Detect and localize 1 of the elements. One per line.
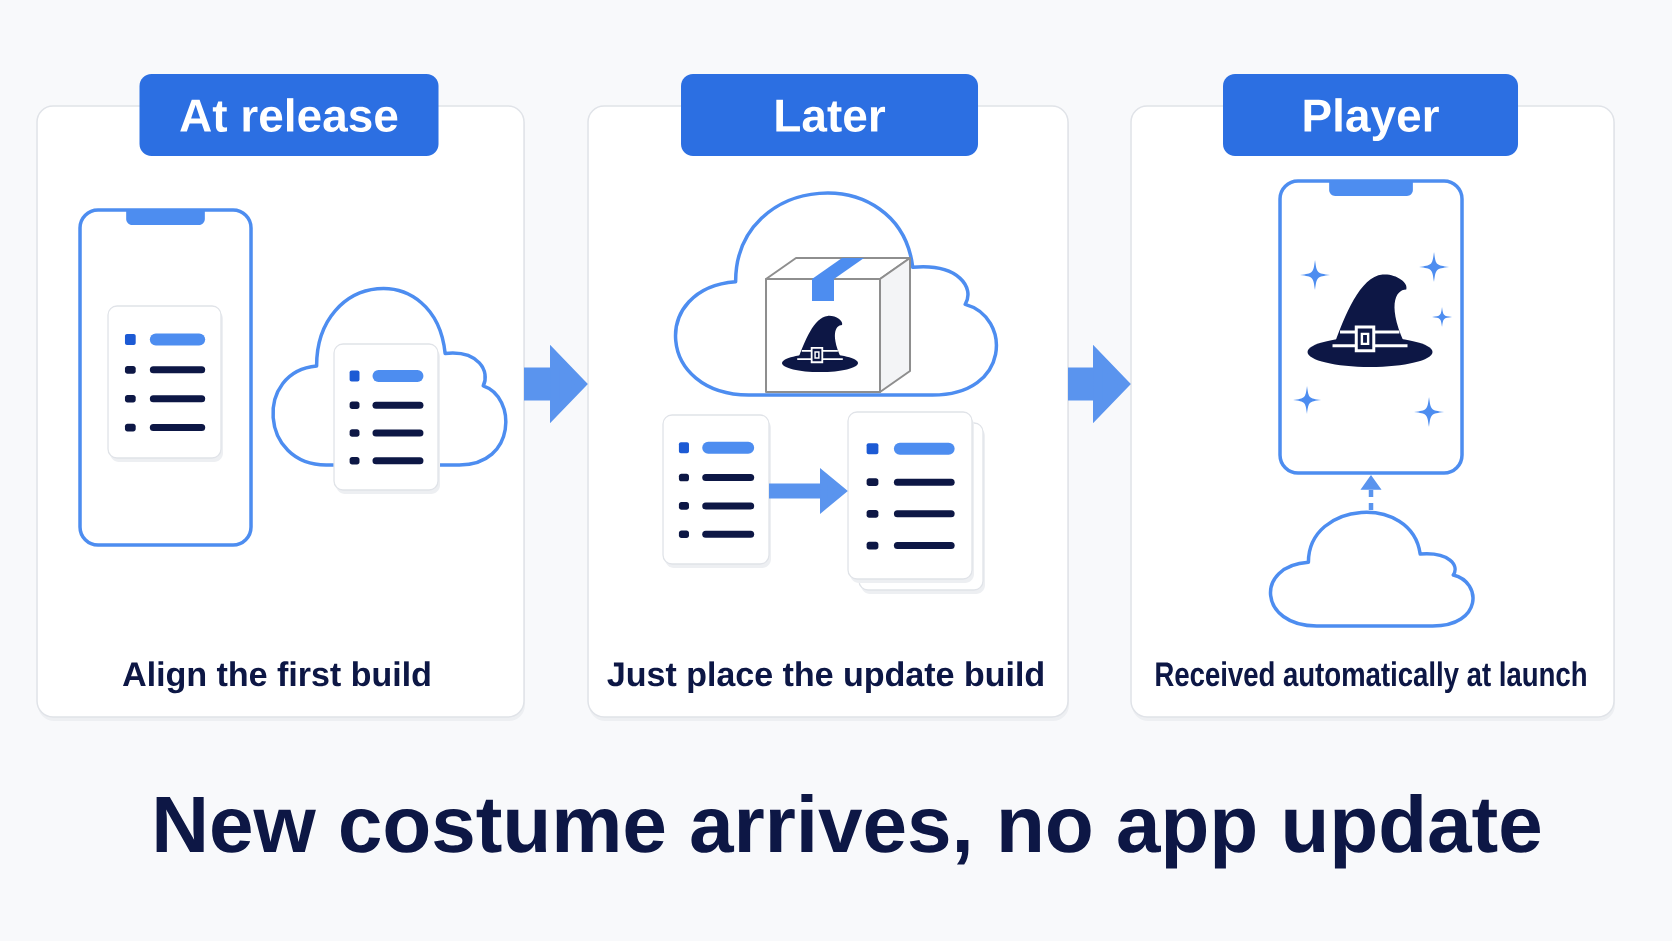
title-text: New costume arrives, no app update xyxy=(156,794,1540,869)
